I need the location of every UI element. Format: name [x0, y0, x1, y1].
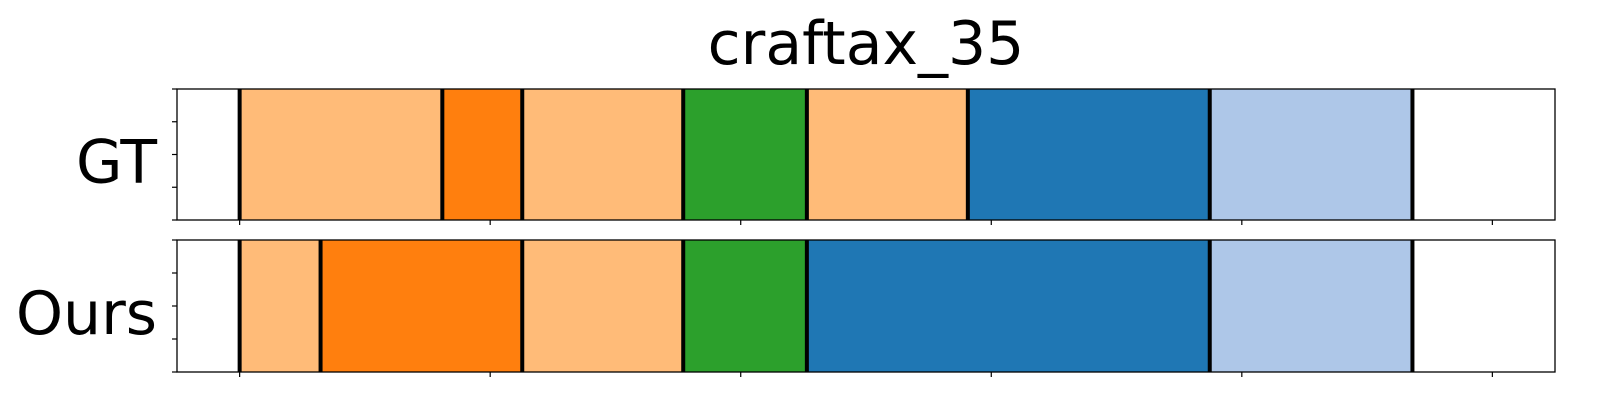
segment-bar	[683, 89, 807, 220]
segment-bar	[683, 240, 807, 372]
segment-bar	[522, 240, 684, 372]
segment-bar	[239, 240, 321, 372]
segment-bar	[806, 89, 968, 220]
row-label-gt: GT	[76, 128, 157, 198]
row-ours: Ours	[16, 239, 1556, 377]
segment-bar	[522, 89, 684, 220]
segment-bar	[806, 240, 1210, 372]
row-label-ours: Ours	[16, 279, 157, 349]
segment-bar	[320, 240, 523, 372]
segment-bar	[1209, 89, 1413, 220]
segment-bar	[239, 89, 443, 220]
chart-title: craftax_35	[708, 9, 1025, 79]
segment-bar	[442, 89, 523, 220]
segment-bar	[967, 89, 1210, 220]
segment-bar	[1209, 240, 1413, 372]
rows-layer: GT Ours	[16, 88, 1556, 377]
row-gt: GT	[76, 88, 1556, 225]
